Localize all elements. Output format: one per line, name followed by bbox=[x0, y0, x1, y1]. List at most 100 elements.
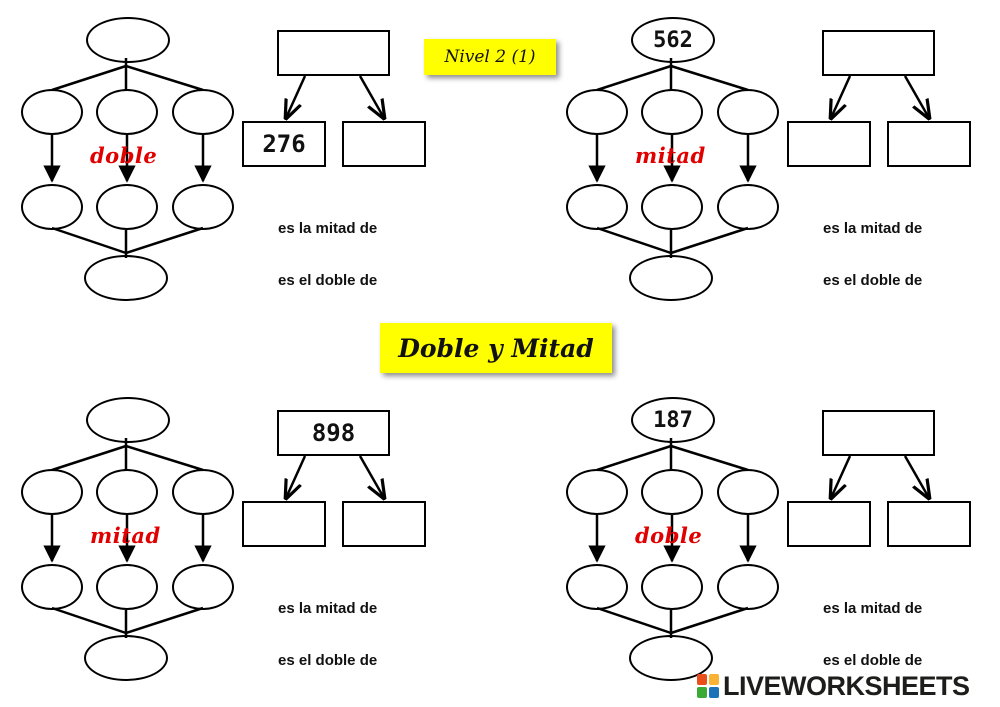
middle-oval[interactable] bbox=[566, 89, 628, 135]
top-box[interactable] bbox=[822, 30, 935, 76]
top-oval-value bbox=[88, 399, 168, 441]
tree-branch-top bbox=[51, 64, 127, 92]
lower-oval[interactable] bbox=[21, 564, 83, 610]
right-box[interactable] bbox=[342, 121, 426, 167]
lower-oval[interactable] bbox=[717, 184, 779, 230]
lower-oval[interactable] bbox=[96, 184, 158, 230]
lower-oval[interactable] bbox=[21, 184, 83, 230]
top-box[interactable] bbox=[277, 410, 390, 456]
right-box-value bbox=[887, 501, 971, 547]
middle-oval[interactable] bbox=[172, 469, 234, 515]
left-box-value: 276 bbox=[262, 130, 306, 158]
half-statement: es la mitad de bbox=[823, 220, 923, 237]
top-oval-value: 187 bbox=[653, 407, 693, 433]
tree-branch-top bbox=[596, 444, 672, 472]
left-box-value bbox=[787, 501, 871, 547]
top-box-value: 898 bbox=[311, 419, 356, 447]
middle-oval[interactable] bbox=[21, 469, 83, 515]
middle-oval[interactable] bbox=[717, 469, 779, 515]
middle-oval[interactable] bbox=[641, 89, 703, 135]
top-oval[interactable] bbox=[631, 17, 715, 63]
operation-label: doble bbox=[90, 143, 158, 168]
middle-oval[interactable] bbox=[172, 89, 234, 135]
top-box[interactable] bbox=[277, 30, 390, 76]
right-box-value bbox=[342, 501, 426, 547]
left-box[interactable] bbox=[787, 501, 871, 547]
right-box-value bbox=[887, 121, 971, 167]
tree-branch-bottom bbox=[670, 606, 749, 635]
right-box[interactable] bbox=[342, 501, 426, 547]
middle-oval[interactable] bbox=[96, 469, 158, 515]
middle-oval[interactable] bbox=[96, 89, 158, 135]
lower-oval[interactable] bbox=[172, 184, 234, 230]
split-arrow-right bbox=[903, 75, 929, 118]
level-banner: Nivel 2 (1) bbox=[424, 39, 556, 75]
split-arrow-left bbox=[831, 75, 852, 118]
split-arrow-right bbox=[903, 455, 929, 498]
tree-branch-top bbox=[125, 444, 204, 472]
brand-logo: LIVEWORKSHEETS bbox=[697, 670, 970, 701]
tree-branch-bottom bbox=[125, 606, 204, 635]
top-oval[interactable] bbox=[631, 397, 715, 443]
top-oval[interactable] bbox=[86, 17, 170, 63]
left-box[interactable] bbox=[787, 121, 871, 167]
page-title: Doble y Mitad bbox=[398, 333, 594, 363]
operation-label: mitad bbox=[635, 143, 706, 168]
tree-branch-top bbox=[51, 444, 127, 472]
double-statement: es el doble de bbox=[278, 272, 378, 289]
tree-branch-bottom bbox=[51, 606, 127, 635]
split-arrow-left bbox=[286, 75, 307, 118]
tree-branch-bottom bbox=[596, 226, 672, 255]
operation-label: mitad bbox=[90, 523, 161, 548]
tree-branch-bottom bbox=[670, 226, 749, 255]
double-statement: es el doble de bbox=[278, 652, 378, 669]
double-statement: es el doble de bbox=[823, 652, 923, 669]
lower-oval[interactable] bbox=[641, 184, 703, 230]
top-box-value bbox=[277, 30, 390, 76]
split-arrow-right bbox=[358, 75, 384, 118]
operation-label: doble bbox=[635, 523, 703, 548]
left-box[interactable] bbox=[242, 121, 326, 167]
bottom-oval[interactable] bbox=[84, 255, 168, 301]
bottom-oval[interactable] bbox=[84, 635, 168, 681]
middle-oval[interactable] bbox=[21, 89, 83, 135]
bottom-oval[interactable] bbox=[629, 635, 713, 681]
middle-oval[interactable] bbox=[641, 469, 703, 515]
bottom-oval[interactable] bbox=[629, 255, 713, 301]
lower-oval[interactable] bbox=[717, 564, 779, 610]
left-box-value bbox=[242, 501, 326, 547]
left-box[interactable] bbox=[242, 501, 326, 547]
brand-name: LIVEWORKSHEETS bbox=[723, 670, 970, 701]
lower-oval[interactable] bbox=[566, 564, 628, 610]
top-box[interactable] bbox=[822, 410, 935, 456]
top-oval-value: 562 bbox=[653, 27, 693, 53]
split-arrow-right bbox=[358, 455, 384, 498]
tree-branch-top bbox=[596, 64, 672, 92]
title-banner: Doble y Mitad bbox=[380, 323, 612, 373]
half-statement: es la mitad de bbox=[278, 220, 378, 237]
lower-oval[interactable] bbox=[566, 184, 628, 230]
right-box[interactable] bbox=[887, 501, 971, 547]
tree-branch-bottom bbox=[125, 226, 204, 255]
half-statement: es la mitad de bbox=[278, 600, 378, 617]
tree-branch-bottom bbox=[51, 226, 127, 255]
tree-branch-top bbox=[670, 64, 749, 92]
top-box-value bbox=[822, 410, 935, 456]
lower-oval[interactable] bbox=[641, 564, 703, 610]
brand-logo-icon bbox=[697, 674, 719, 698]
right-box-value bbox=[342, 121, 426, 167]
tree-branch-top bbox=[125, 64, 204, 92]
middle-oval[interactable] bbox=[566, 469, 628, 515]
top-oval[interactable] bbox=[86, 397, 170, 443]
lower-oval[interactable] bbox=[172, 564, 234, 610]
middle-oval[interactable] bbox=[717, 89, 779, 135]
half-statement: es la mitad de bbox=[823, 600, 923, 617]
lower-oval[interactable] bbox=[96, 564, 158, 610]
tree-branch-top bbox=[670, 444, 749, 472]
level-label: Nivel 2 (1) bbox=[444, 47, 536, 67]
split-arrow-left bbox=[831, 455, 852, 498]
right-box[interactable] bbox=[887, 121, 971, 167]
left-box-value bbox=[787, 121, 871, 167]
split-arrow-left bbox=[286, 455, 307, 498]
